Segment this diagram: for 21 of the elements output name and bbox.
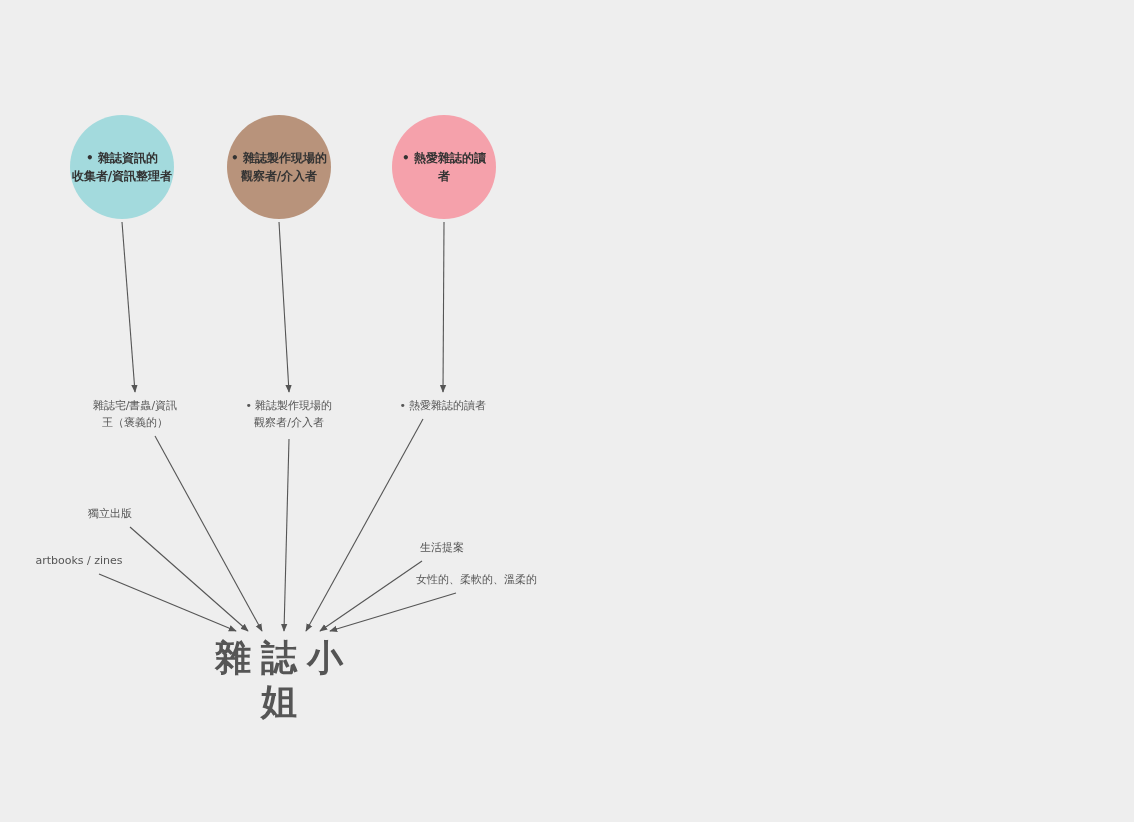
node-label: • 熱愛雜誌的讀者 [401, 150, 487, 185]
arrow [439, 221, 447, 393]
arrow [121, 221, 138, 393]
node-label: 獨立出版 [80, 505, 140, 522]
arrow [278, 221, 292, 393]
node-label: artbooks / zines [29, 552, 129, 569]
node-label: 生活提案 [412, 539, 472, 556]
title-text: 雜誌小姐 [199, 636, 369, 724]
node-label: • 熱愛雜誌的讀者 [388, 397, 498, 414]
arrow [129, 526, 249, 632]
arrow [329, 592, 457, 632]
arrow [281, 438, 290, 632]
arrow [98, 573, 237, 632]
node-label: 女性的、柔軟的、溫柔的 [411, 571, 541, 588]
arrow [319, 560, 423, 632]
arrow [154, 435, 263, 632]
node-label: 雜誌宅/書蟲/資訊王（褒義的） [89, 397, 181, 431]
arrow [305, 418, 424, 632]
node-label: • 雜誌資訊的收集者/資訊整理者 [70, 150, 174, 185]
node-label: • 雜誌製作現場的觀察者/介入者 [243, 397, 335, 431]
node-label: • 雜誌製作現場的觀察者/介入者 [230, 150, 328, 185]
